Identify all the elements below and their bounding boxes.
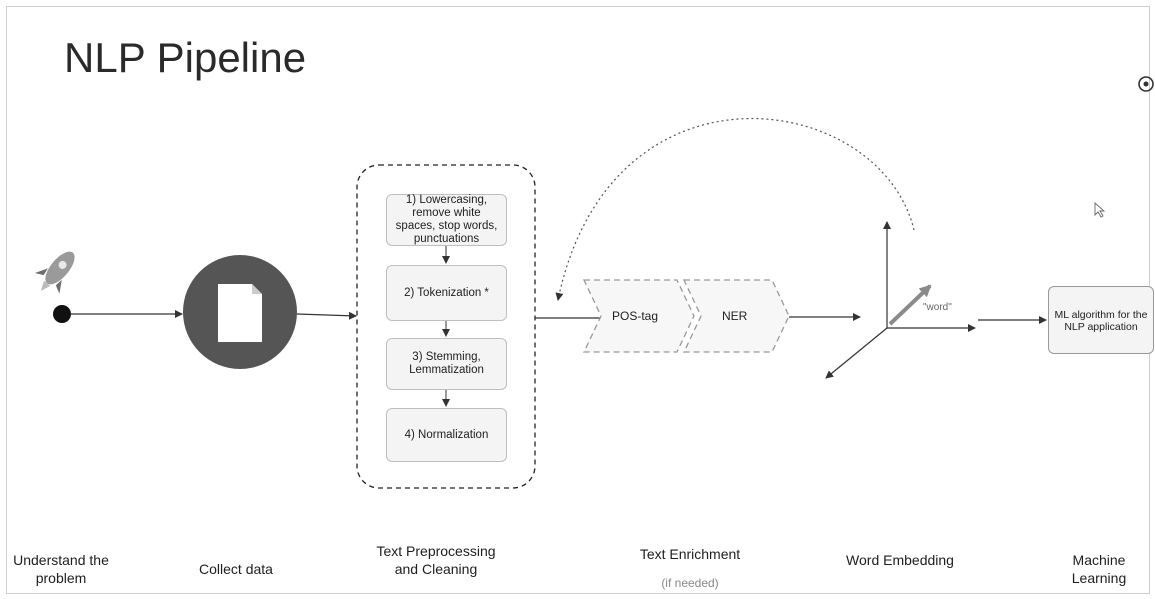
connector-collect-to-preprocess	[296, 311, 357, 320]
step-note-enrichment: (if needed)	[661, 576, 719, 590]
eye-icon	[1138, 76, 1154, 92]
step-label-preprocessing: Text Preprocessing and Cleaning	[376, 543, 496, 577]
preprocess-step-lowercasing: 1) Lowercasing, remove white spaces, sto…	[386, 194, 507, 246]
preprocessing-container	[356, 164, 536, 489]
document-icon	[218, 284, 262, 342]
preprocess-step-normalization: 4) Normalization	[386, 408, 507, 462]
step-label-ml: Machine Learning	[1071, 552, 1127, 586]
preprocess-step-tokenization: 2) Tokenization *	[386, 265, 507, 321]
feedback-arc	[555, 118, 915, 301]
step-label-embedding: Word Embedding	[846, 552, 954, 568]
cursor-icon	[1094, 201, 1106, 218]
word-vector-arrow	[888, 284, 932, 326]
page-title: NLP Pipeline	[64, 34, 307, 81]
ner-label: NER	[722, 309, 748, 323]
rocket-icon	[34, 251, 75, 294]
step-label-enrichment: Text Enrichment	[639, 546, 741, 562]
pos-tag-label: POS-tag	[612, 309, 659, 323]
pos-tag-chevron	[582, 279, 695, 353]
word-vector-label: "word"	[923, 302, 952, 313]
ner-chevron	[682, 279, 790, 353]
start-dot	[53, 305, 71, 323]
step-label-collect: Collect data	[199, 561, 273, 577]
embedding-axes	[825, 221, 976, 379]
step-label-understand: Understand the problem	[13, 552, 109, 586]
preprocess-step-stemming: 3) Stemming, Lemmatization	[386, 338, 507, 390]
ml-algorithm-box: ML algorithm for the NLP application	[1048, 286, 1154, 354]
